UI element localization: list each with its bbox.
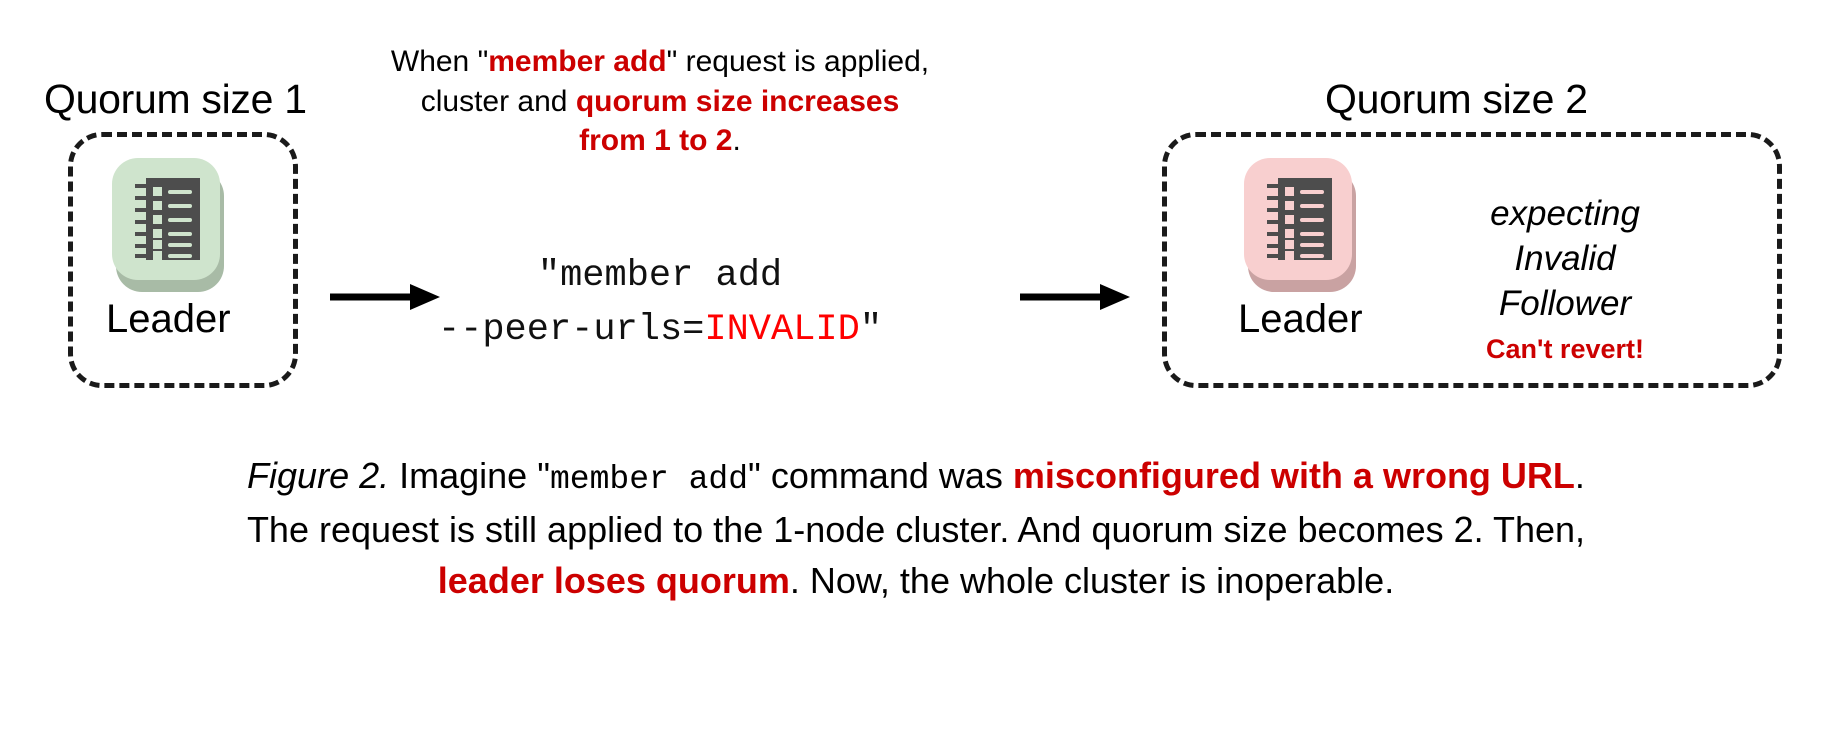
- right-note: expecting Invalid Follower: [1420, 192, 1710, 326]
- caption-t4: The request is still applied to the 1-no…: [246, 508, 1586, 550]
- caption-t2: " command was: [748, 455, 1013, 496]
- caption-line-2: The request is still applied to the 1-no…: [0, 504, 1832, 555]
- server-icon-tile: [112, 158, 221, 280]
- command-invalid-value: INVALID: [704, 308, 860, 351]
- right-node: Leader: [1238, 158, 1363, 340]
- explanation-line-2: cluster and quorum size increases: [330, 82, 990, 122]
- caption-mono-command: member add: [549, 461, 749, 498]
- explanation-text: When "member add" request is applied, cl…: [330, 42, 990, 161]
- caption-line-1: Figure 2. Imagine "member add" command w…: [0, 450, 1832, 504]
- command-block: "member add --peer-urls=INVALID": [400, 250, 920, 357]
- command-quote-close: ": [859, 308, 883, 351]
- explain-l2-a: cluster and: [420, 84, 576, 118]
- explanation-line-1: When "member add" request is applied,: [330, 42, 990, 82]
- explain-l3-highlight: from 1 to 2: [579, 124, 733, 158]
- right-note-line-1: expecting: [1490, 194, 1640, 233]
- arrow-right-icon-left: [330, 282, 440, 317]
- command-line-1: "member add: [537, 255, 783, 297]
- figure-caption: Figure 2. Imagine "member add" command w…: [0, 450, 1832, 606]
- explain-l1-c: " request is applied,: [666, 45, 930, 78]
- left-node: Leader: [106, 158, 231, 340]
- left-cluster-box: [68, 132, 298, 388]
- caption-line-3: leader loses quorum. Now, the whole clus…: [0, 555, 1832, 606]
- caption-t3: .: [1574, 455, 1585, 496]
- caption-t1: Imagine ": [389, 455, 550, 496]
- explain-l1-a: When ": [390, 45, 489, 78]
- explain-l3-c: .: [732, 124, 741, 158]
- server-rack-body: [1267, 178, 1333, 260]
- command-flag: --peer-urls=: [437, 308, 705, 351]
- server-rack-icon: [112, 158, 225, 292]
- right-node-label: Leader: [1238, 297, 1363, 341]
- right-note-line-3: Follower: [1498, 283, 1632, 323]
- explain-l2-highlight: quorum size increases: [575, 84, 900, 118]
- server-rack-icon: [1244, 158, 1357, 292]
- caption-figure-number: Figure 2.: [247, 455, 390, 496]
- command-line-2: --peer-urls=INVALID": [400, 304, 920, 358]
- caption-highlight-2: leader loses quorum: [437, 559, 790, 601]
- right-note-line-2: Invalid: [1514, 238, 1616, 278]
- right-quorum-label: Quorum size 2: [1325, 76, 1588, 122]
- arrow-right-icon-right: [1020, 282, 1130, 317]
- caption-t5: . Now, the whole cluster is inoperable.: [789, 559, 1395, 601]
- explanation-line-3: from 1 to 2.: [330, 121, 990, 161]
- cant-revert-warning: Can't revert!: [1486, 334, 1644, 364]
- right-cluster-box: [1162, 132, 1782, 388]
- server-icon-tile: [1244, 158, 1353, 280]
- left-quorum-label: Quorum size 1: [44, 76, 307, 122]
- left-node-label: Leader: [106, 297, 231, 341]
- explain-l1-highlight: member add: [488, 45, 667, 78]
- server-rack-body: [135, 178, 201, 260]
- caption-highlight-1: misconfigured with a wrong URL: [1012, 455, 1575, 496]
